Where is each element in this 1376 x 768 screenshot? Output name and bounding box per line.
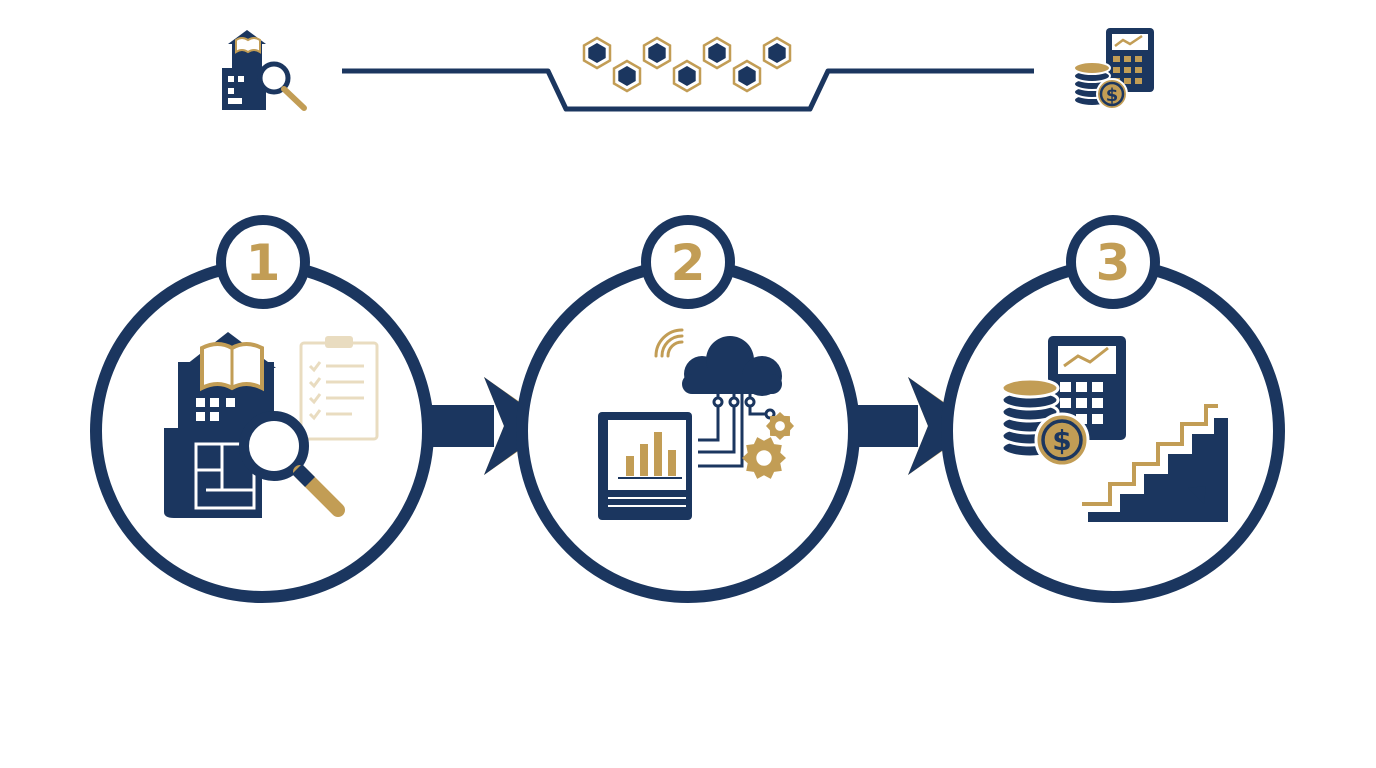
hexagon-node	[708, 43, 726, 63]
hexagon-node	[738, 66, 756, 86]
step-3: 3 $	[941, 215, 1285, 603]
svg-text:$: $	[1052, 424, 1071, 457]
step-3-number: 3	[1096, 234, 1131, 292]
wifi-signal-icon	[654, 328, 684, 358]
clipboard-checklist-icon	[299, 336, 379, 441]
step-2-number: 2	[671, 234, 706, 292]
step-1-badge	[216, 215, 310, 309]
circuit-icon	[698, 394, 776, 468]
hexagon-node	[588, 43, 606, 63]
hexagon-chain-icon	[582, 36, 792, 93]
open-book-icon	[200, 342, 264, 392]
step-1: 1	[90, 215, 434, 603]
arrow-up-right-icon	[1170, 486, 1206, 522]
step-2: 2	[516, 215, 860, 603]
hexagon-outline	[582, 36, 612, 70]
svg-text:$: $	[1106, 85, 1119, 106]
gears-icon	[742, 412, 794, 479]
hexagon-node	[678, 66, 696, 86]
dollar-coin-icon: $	[1034, 412, 1090, 468]
gear-hole	[775, 421, 785, 431]
hexagon-outline	[762, 36, 792, 70]
step-3-badge	[1066, 215, 1160, 309]
step-2-badge	[641, 215, 735, 309]
hexagon-outline	[702, 36, 732, 70]
gear-hole	[756, 450, 772, 466]
blueprint-icon	[164, 428, 262, 518]
magnifying-glass-icon	[239, 411, 345, 517]
step-1-number: 1	[246, 234, 281, 292]
coins-calculator-icon: $	[1073, 28, 1154, 110]
hexagon-outline	[612, 59, 642, 93]
hexagon-node	[618, 66, 636, 86]
building-blueprint-search-icon	[222, 30, 307, 111]
book-bar-chart-icon	[598, 412, 692, 520]
hexagon-node	[648, 43, 666, 63]
header-connector-line	[342, 68, 1034, 112]
hexagon-node	[768, 43, 786, 63]
hexagon-outline	[732, 59, 762, 93]
hexagon-outline	[672, 59, 702, 93]
header-row: $	[222, 28, 1154, 112]
cloud-icon	[682, 336, 782, 396]
hexagon-outline	[642, 36, 672, 70]
